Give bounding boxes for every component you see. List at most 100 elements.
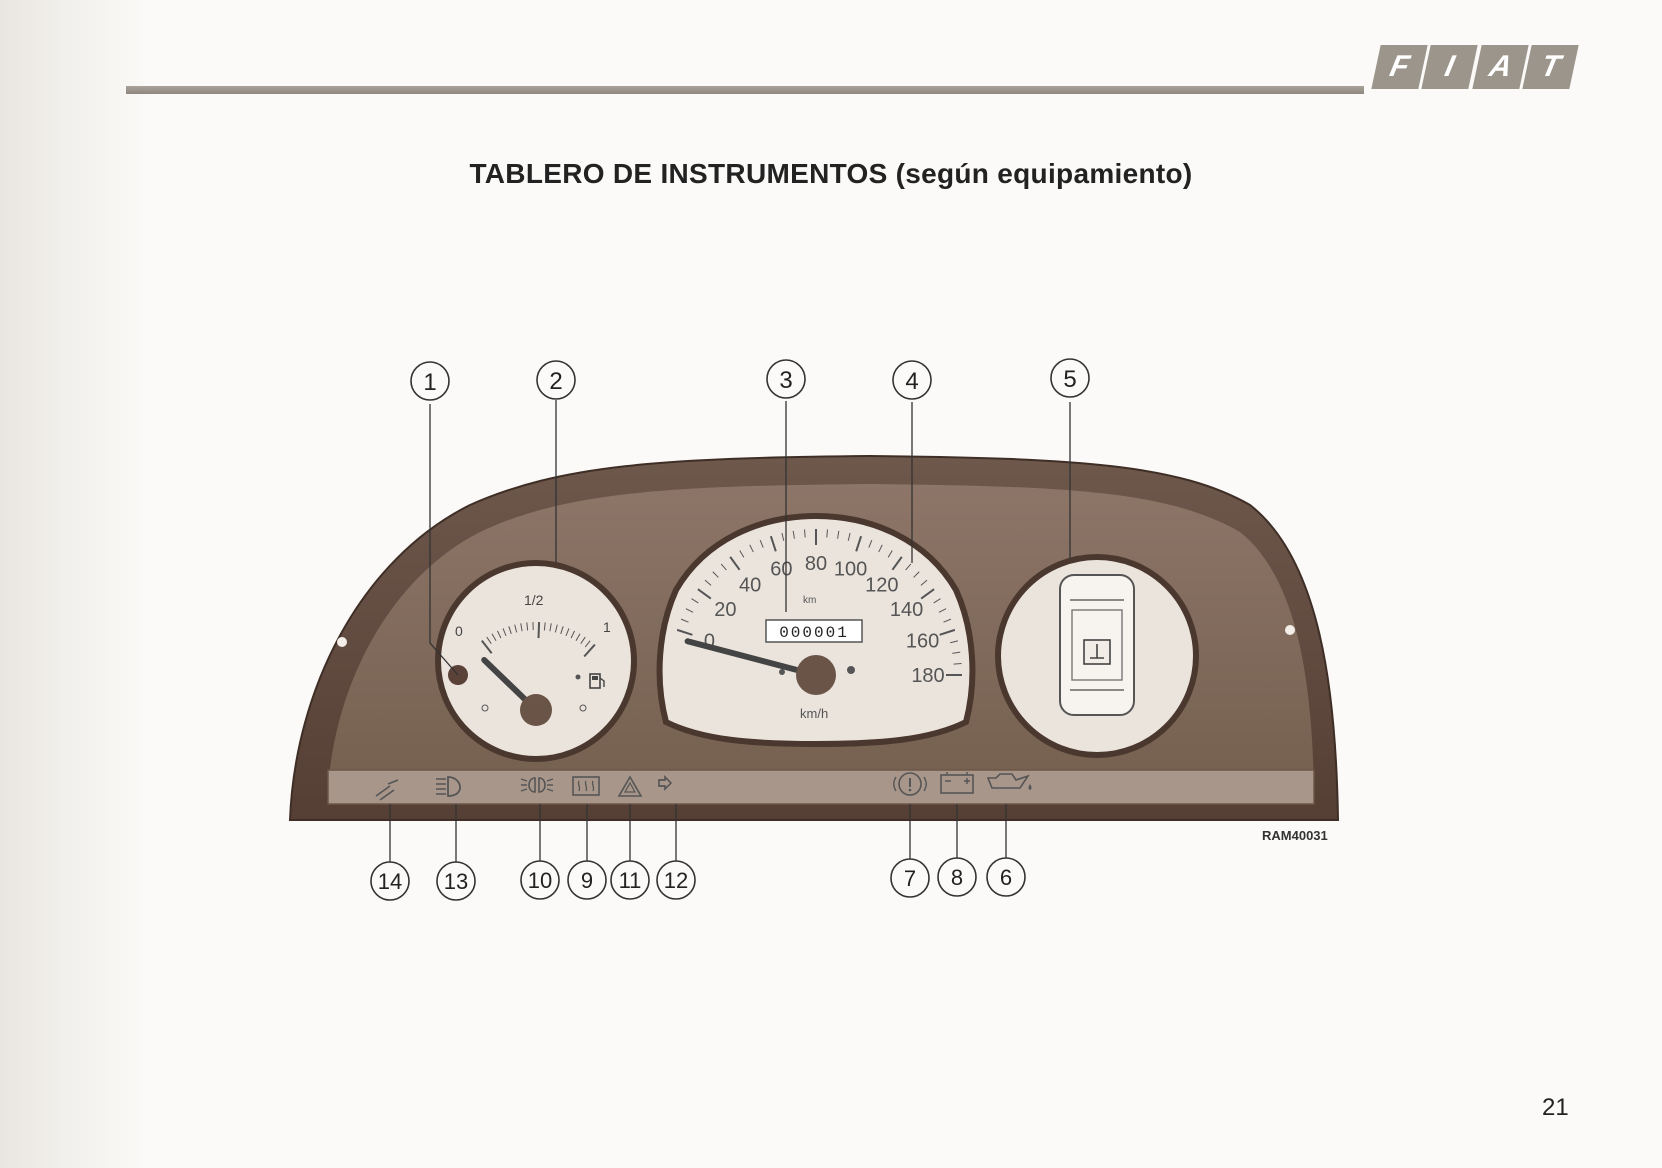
speed-tick [933,598,941,604]
callout-marker: 12 [656,860,696,900]
speed-tick [712,571,719,578]
speed-label: 60 [770,558,792,580]
fuel-tick [481,640,493,654]
speed-tick [953,663,962,665]
speed-tick [759,539,764,548]
fuel-tick [560,626,564,635]
figure-code: RAM40031 [1262,828,1328,843]
callout-label: 2 [549,368,562,395]
fuel-tick [575,633,581,641]
callout-label: 7 [904,866,916,891]
speed-label: 100 [834,558,867,580]
fuel-tick [526,622,529,631]
callout-label: 5 [1063,366,1076,393]
speed-label: 180 [911,665,944,687]
speed-tick [939,628,956,636]
speed-tick [868,539,873,548]
oil-pressure-icon [986,773,1032,790]
fuel-tick [549,623,552,632]
callout-marker: 2 [536,360,576,400]
odometer-reading: 000001 [779,624,849,642]
fuel-tick [554,624,558,633]
callout-label: 14 [378,869,402,894]
callout-label: 10 [528,868,552,893]
fuel-tick [584,640,591,648]
odometer-window [765,619,863,643]
fuel-tick [491,633,497,641]
warning-light-strip [375,772,1032,801]
callout-marker: 13 [436,861,476,901]
callout-marker: 10 [520,860,560,900]
fuel-label-empty: 0 [455,623,463,639]
callout-label: 11 [619,868,642,893]
rear-defrost-icon [572,776,600,796]
fuel-label-half: 1/2 [524,592,544,608]
speed-unit: km/h [800,706,828,721]
fuel-tick [514,624,518,633]
fuel-tick [537,622,541,639]
speed-label: 20 [714,599,736,621]
callout-marker: 4 [892,360,932,400]
fuel-tick [520,623,523,632]
speed-tick [704,579,712,586]
speed-tick [920,579,928,586]
header-rule [126,86,1364,94]
speed-tick [720,563,727,571]
speed-tick [905,563,912,571]
speed-tick [739,550,745,558]
high-beam-icon [436,776,461,797]
speed-tick [685,608,694,613]
callout-label: 13 [444,869,468,894]
fuel-tick [543,622,546,631]
vehicle-status-display [1059,574,1135,716]
speed-tick [920,588,935,600]
speed-tick [938,608,947,613]
speed-tick [891,556,903,571]
speed-tick [680,618,689,623]
speed-tick [943,618,952,623]
callout-marker: 7 [890,858,930,898]
speed-tick [950,640,959,644]
speed-label: 0 [704,630,715,652]
callout-label: 3 [779,367,792,394]
callout-marker: 1 [410,361,450,401]
odometer-unit: km [803,595,816,606]
fuel-tick [496,630,502,639]
speed-tick [792,530,795,539]
fuel-tick [580,636,586,644]
speed-tick [952,651,961,654]
callout-label: 4 [905,368,918,395]
fuel-pump-icon [589,673,605,689]
speed-tick [691,598,699,604]
callout-marker: 6 [986,857,1026,897]
fuel-tick [486,636,492,644]
brake-warning-icon [893,772,927,796]
speed-label: 40 [739,574,761,596]
battery-icon [940,772,974,794]
callout-marker: 8 [937,857,977,897]
callout-label: 12 [664,868,688,893]
speed-label: 120 [865,574,898,596]
fuel-tick [565,628,570,637]
speed-label: 160 [906,630,939,652]
callout-label: 1 [423,369,436,396]
callout-marker: 3 [766,359,806,399]
speed-tick [855,535,863,552]
speedometer-needle [684,638,819,678]
turn-signal-icon [658,775,672,791]
fuel-tick [508,626,512,635]
speed-tick [826,529,828,538]
speed-tick [837,530,840,539]
callout-label: 8 [951,865,963,890]
speed-tick [804,529,806,538]
speed-label: 80 [805,553,827,575]
callout-label: 6 [1000,865,1012,890]
speed-label: 140 [890,599,923,621]
speed-tick [887,550,893,558]
callout-marker: 14 [370,861,410,901]
fuel-tick [570,630,576,639]
speed-tick [781,532,785,541]
